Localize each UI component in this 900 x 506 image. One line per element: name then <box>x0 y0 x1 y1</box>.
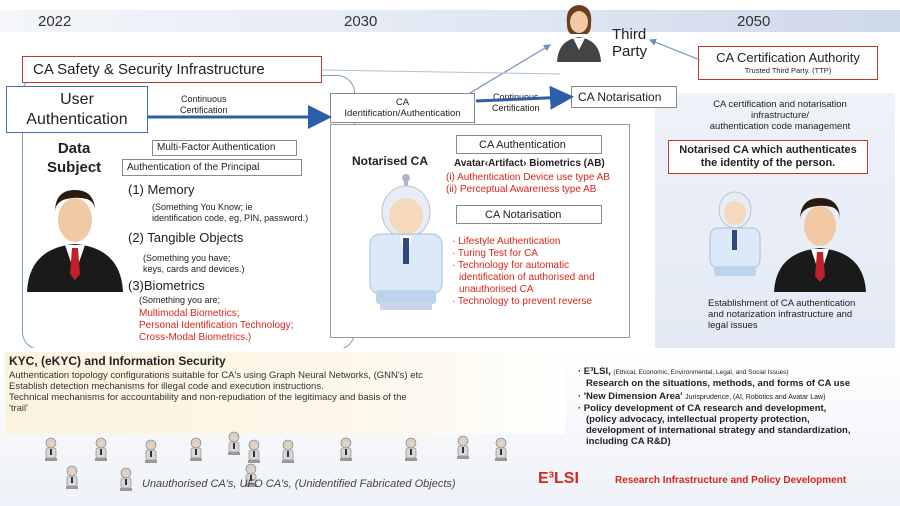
right-person-icon <box>770 192 870 292</box>
unauthorised-ca-robot-icon <box>190 437 202 461</box>
avatar-ab-label: Avatar‹Artifact› Biometrics (AB) <box>454 158 605 169</box>
unauthorised-ca-robot-icon <box>228 431 240 455</box>
kyc-title: KYC, (eKYC) and Information Security <box>9 354 226 368</box>
unauthorised-ca-label: Unauthorised CA's, UFO CA's, (Unidentifi… <box>142 478 456 490</box>
multi-factor-authentication-box: Multi-Factor Authentication <box>152 140 297 156</box>
unauthorised-ca-robot-icon <box>405 437 417 461</box>
unauthorised-ca-robot-icon <box>66 465 78 489</box>
unauthorised-ca-robot-icon <box>457 435 469 459</box>
unauthorised-ca-robot-icon <box>495 437 507 461</box>
right-robot-ca-icon <box>700 188 770 284</box>
unauthorised-ca-robot-icon <box>282 439 294 463</box>
biometrics-title: (3)Biometrics <box>128 278 205 293</box>
infrastructure-title-box: CA Safety & Security Infrastructure <box>22 56 322 83</box>
ca-authentication-box: CA Authentication <box>456 135 602 154</box>
biometrics-desc: (Something you are; <box>139 295 221 305</box>
third-party-person-icon <box>553 2 605 62</box>
ca-notarisation-sub-box: CA Notarisation <box>456 205 602 224</box>
unauthorised-ca-robot-icon <box>248 439 260 463</box>
year-2022: 2022 <box>38 13 72 30</box>
e3lsi-bullets: · E³LSI, (Ethical, Economic, Environment… <box>578 366 851 447</box>
research-infrastructure-label: Research Infrastructure and Policy Devel… <box>615 475 847 486</box>
ca-notarisation-box: CA Notarisation <box>571 86 677 108</box>
tangible-desc: (Something you have;keys, cards and devi… <box>143 253 245 274</box>
unauthorised-ca-robot-icon <box>95 437 107 461</box>
unauthorised-ca-figures <box>0 430 520 495</box>
authentication-principal-box: Authentication of the Principal <box>122 159 302 176</box>
unauthorised-ca-robot-icon <box>245 463 257 487</box>
kyc-lines: Authentication topology configurations s… <box>9 370 423 414</box>
unauthorised-ca-robot-icon <box>145 439 157 463</box>
notarised-ca-title: Notarised CA <box>352 154 429 168</box>
ca-certification-authority-box: CA Certification Authority Trusted Third… <box>698 46 878 80</box>
year-2030: 2030 <box>344 13 378 30</box>
year-2050: 2050 <box>737 13 771 30</box>
unauthorised-ca-robot-icon <box>120 467 132 491</box>
tangible-title: (2) Tangible Objects <box>128 230 244 245</box>
unauthorised-ca-robot-icon <box>45 437 57 461</box>
timeline-band <box>0 10 900 32</box>
robot-ca-icon <box>356 172 456 322</box>
biometrics-red-list: Multimodal Biometrics;Personal Identific… <box>139 308 294 343</box>
e3lsi-logo: E³LSI <box>538 470 579 487</box>
notarisation-items-list: · Lifestyle Authentication · Turing Test… <box>452 236 595 307</box>
unauthorised-ca-robot-icon <box>340 437 352 461</box>
ab-types-list: (i) Authentication Device use type AB(ii… <box>446 172 610 195</box>
right-panel <box>655 93 895 358</box>
memory-title: (1) Memory <box>128 182 195 197</box>
data-subject-person-icon <box>25 182 125 292</box>
kyc-section <box>5 352 565 434</box>
